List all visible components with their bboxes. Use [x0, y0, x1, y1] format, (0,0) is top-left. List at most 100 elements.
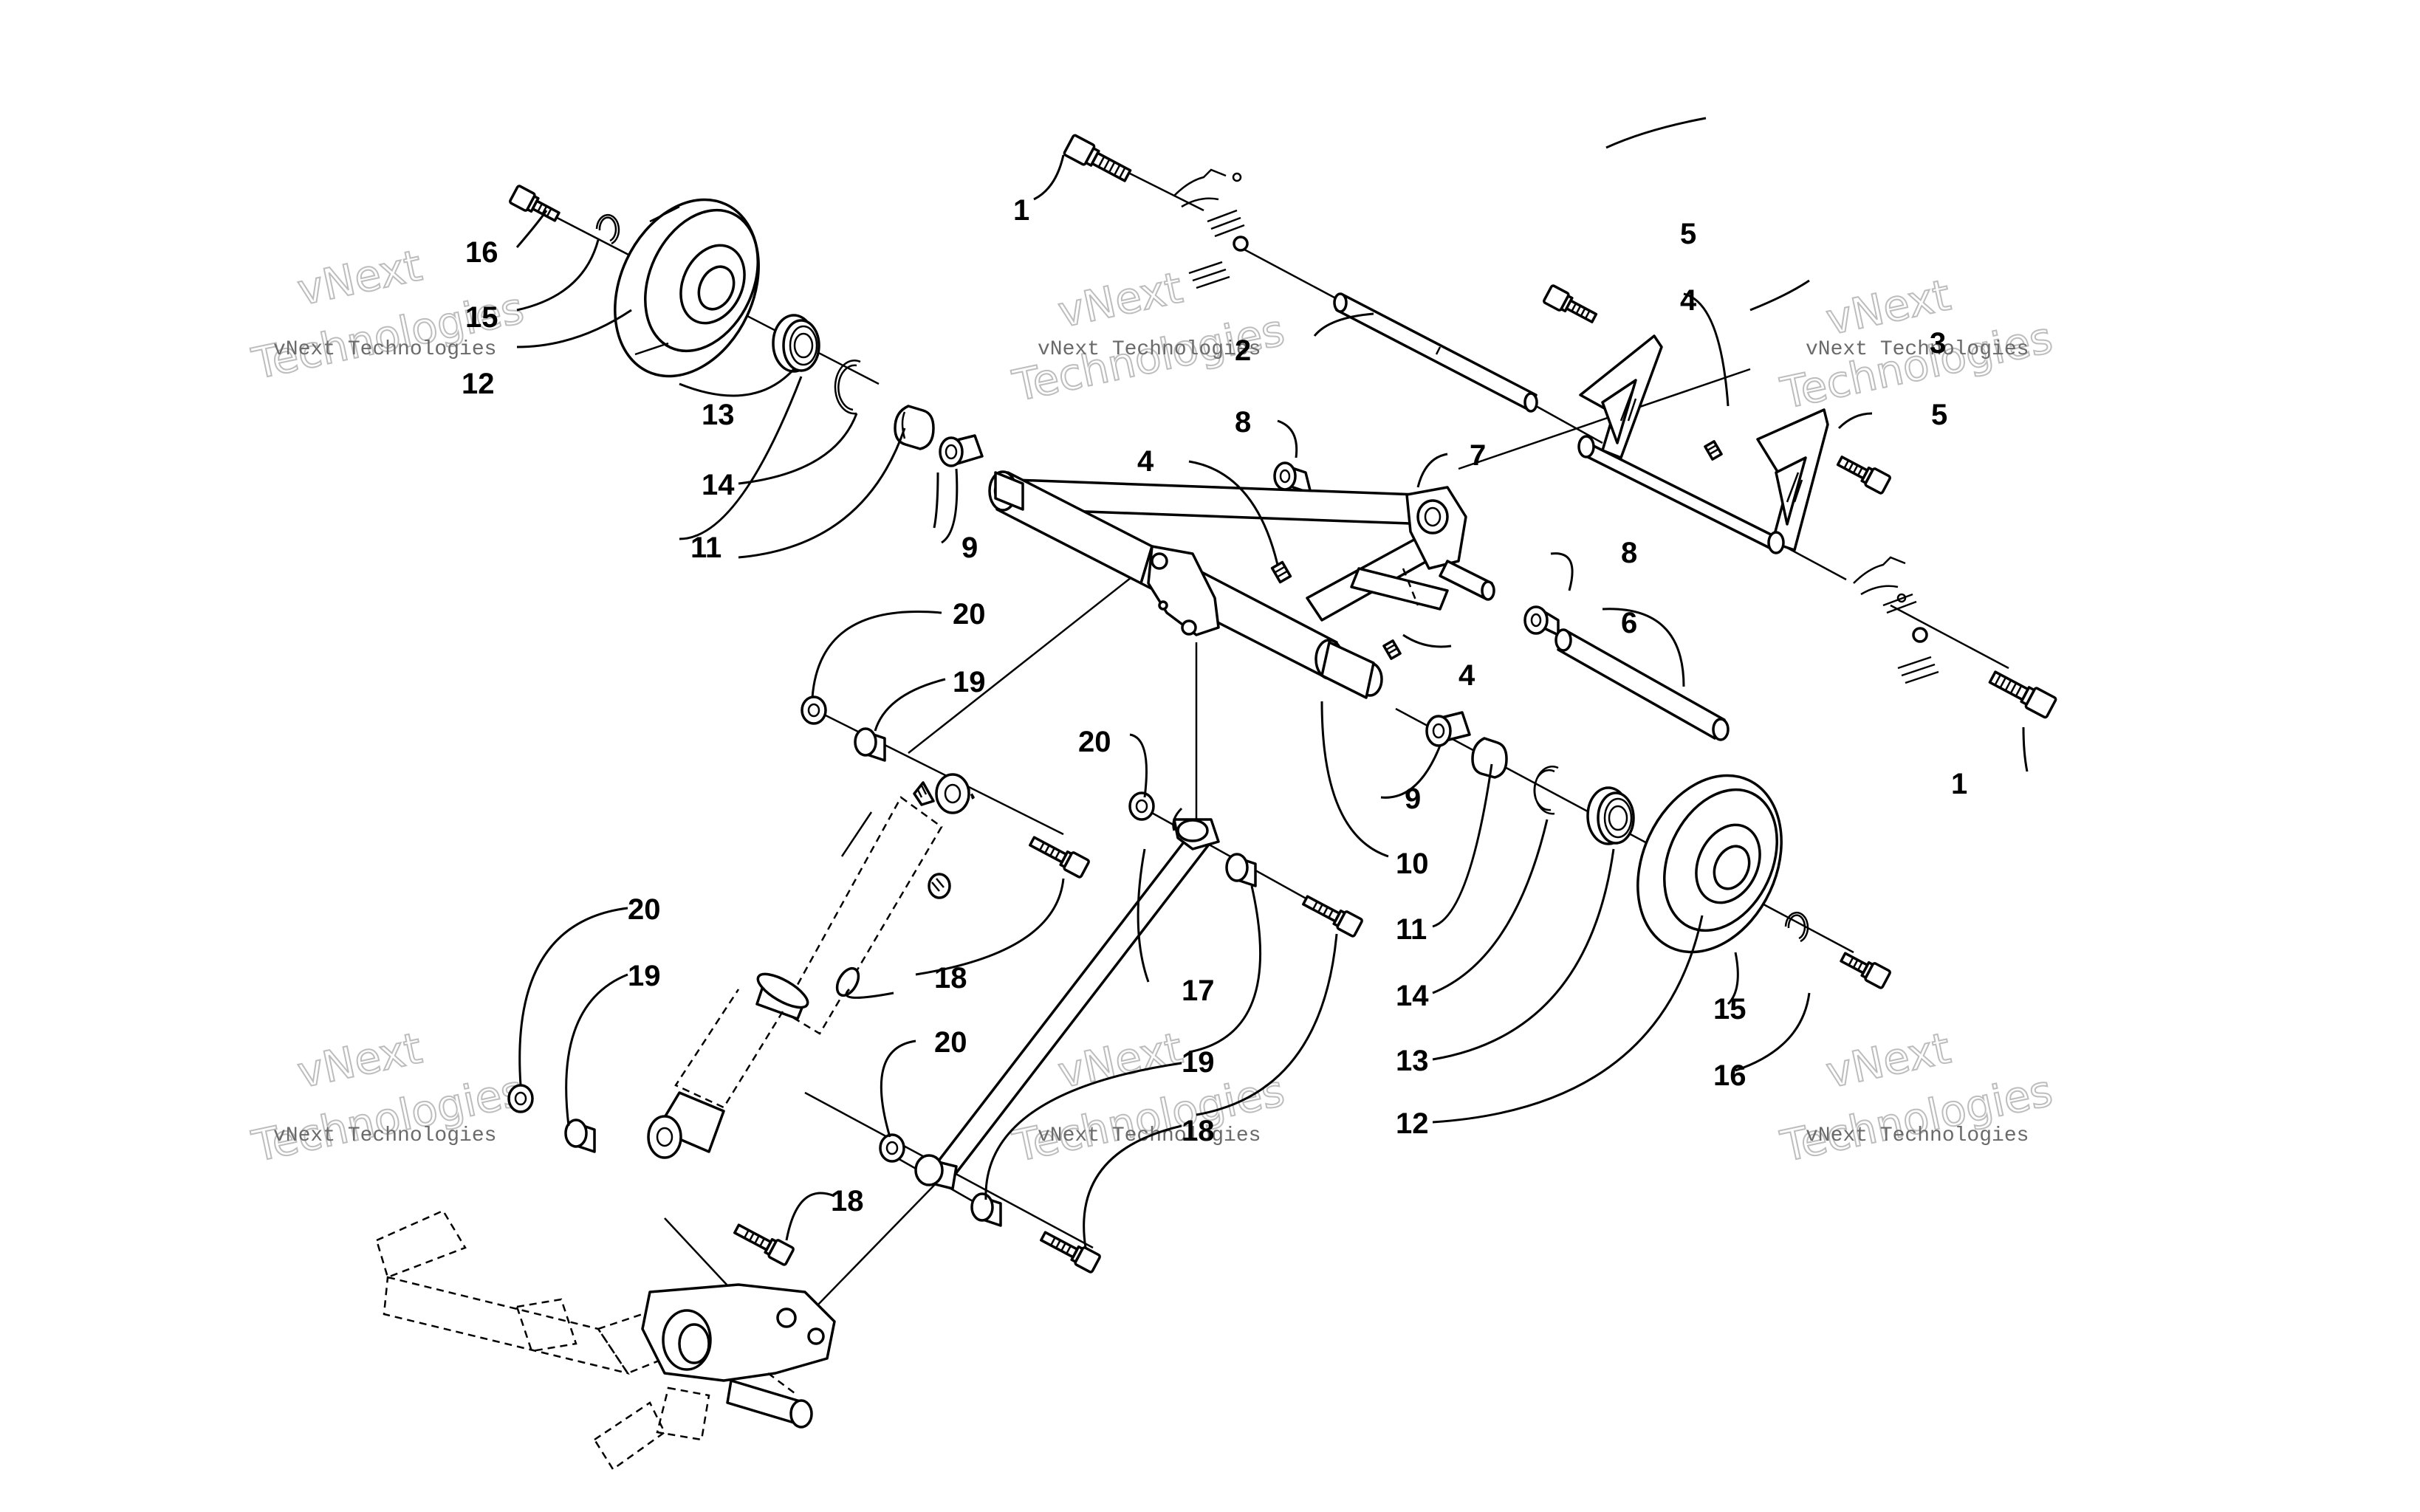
rod-part-6	[1555, 628, 1730, 741]
shaft-part-2	[1333, 292, 1538, 413]
watermark-text: vNext Technologies	[273, 1124, 496, 1147]
callout-4: 4	[1458, 659, 1475, 692]
callout-8: 8	[1235, 406, 1251, 439]
callout-15: 15	[1713, 993, 1747, 1025]
frame-rail-fragment-top	[1173, 168, 1249, 289]
callout-16: 16	[1713, 1059, 1747, 1092]
callout-labels: 1 1 2 3 4 4 4 5 5 6 7 8 8 9 9 10 11 11 1…	[462, 194, 1967, 1217]
callout-11: 11	[690, 532, 721, 564]
watermark-text: vNext Technologies	[1038, 338, 1261, 361]
callout-12: 12	[462, 368, 495, 400]
callout-19: 19	[628, 960, 661, 992]
snap-ring-part-15-right	[1784, 911, 1809, 943]
bolt-part-18-link-top	[1302, 895, 1363, 938]
bushing-part-8-right	[1523, 605, 1560, 636]
grease-fitting-part-4-arm	[1270, 560, 1292, 584]
spacer-part-11-left	[894, 405, 935, 450]
snap-ring-part-14-left	[834, 360, 861, 415]
swing-arm-part-10	[988, 470, 1495, 699]
callout-9: 9	[962, 532, 978, 564]
callout-19: 19	[1182, 1046, 1215, 1079]
callout-12: 12	[1396, 1107, 1429, 1140]
frame-rail-fragment-right	[1853, 556, 1939, 684]
callout-13: 13	[702, 399, 735, 431]
bushing-part-19-shock-top	[854, 727, 886, 762]
lower-rail-fragment	[375, 1209, 836, 1471]
bolt-part-16-right	[1840, 952, 1891, 989]
callout-17: 17	[1182, 975, 1215, 1007]
svg-text:vNext: vNext	[293, 240, 426, 315]
svg-text:vNext: vNext	[1054, 262, 1187, 337]
bolt-part-16-left	[509, 185, 561, 222]
callout-20: 20	[628, 893, 661, 926]
spacer-part-11-right	[1471, 737, 1508, 779]
bearing-part-13-right	[1586, 786, 1635, 845]
grease-fitting-part-4-lower	[1382, 639, 1402, 660]
callout-4: 4	[1680, 284, 1697, 317]
callout-20: 20	[1078, 726, 1111, 758]
watermark-text: vNext Technologies	[273, 338, 496, 361]
watermark-text: vNext Technologies	[1806, 1124, 2029, 1147]
bolt-part-18-shock-bottom	[733, 1223, 795, 1266]
svg-text:Technologies: Technologies	[1776, 312, 2057, 419]
watermark-text: vNext Technologies	[1806, 338, 2029, 361]
bushing-part-9-right	[1425, 711, 1471, 747]
link-rod-part-17	[914, 818, 1220, 1190]
svg-text:vNext: vNext	[1822, 1023, 1955, 1098]
bearing-part-13-left	[772, 314, 820, 373]
washer-part-20-shock-top	[801, 695, 827, 725]
callout-19: 19	[953, 666, 986, 698]
callout-13: 13	[1396, 1045, 1429, 1077]
watermark-top-center: vNext Technologies	[1007, 261, 1289, 412]
bolt-part-18-shock-top	[1029, 836, 1090, 879]
callout-5: 5	[1680, 218, 1696, 250]
washer-part-20-link-bottom	[879, 1133, 905, 1163]
bolt-part-1-top	[1063, 134, 1132, 182]
svg-text:vNext: vNext	[1054, 1023, 1187, 1098]
snap-ring-part-15-left	[595, 213, 620, 245]
callout-18: 18	[934, 962, 967, 994]
callout-20: 20	[953, 598, 986, 630]
callout-9: 9	[1405, 783, 1421, 815]
wheel-part-12-left	[614, 198, 760, 378]
snap-ring-part-14-right	[1533, 766, 1559, 815]
callout-2: 2	[1235, 334, 1251, 367]
bushing-part-19-shock-bottom	[564, 1118, 596, 1153]
bolt-part-18-link-bottom	[1040, 1231, 1101, 1274]
callout-1: 1	[1951, 768, 1967, 800]
wheel-part-12-right	[1636, 774, 1783, 954]
leader-lines	[515, 117, 2029, 1248]
washer-part-20-shock-bottom	[507, 1084, 534, 1113]
callout-16: 16	[465, 236, 498, 269]
bushing-part-9-left	[939, 434, 984, 467]
callout-5: 5	[1931, 399, 1947, 431]
svg-text:Technologies: Technologies	[1776, 1065, 2057, 1172]
callout-4: 4	[1137, 445, 1154, 478]
bolt-part-5-right	[1836, 456, 1891, 495]
bolt-part-1-bottom	[1988, 670, 2057, 719]
washer-part-20-link-top	[1128, 791, 1155, 821]
callout-10: 10	[1396, 848, 1429, 880]
callout-11: 11	[1396, 913, 1427, 946]
callout-14: 14	[1396, 980, 1429, 1012]
bushing-part-19-link-bottom	[970, 1192, 1002, 1227]
grease-fitting-part-4-bracket	[1704, 440, 1723, 461]
bolt-part-5-top	[1543, 284, 1598, 323]
svg-text:vNext: vNext	[293, 1023, 426, 1098]
bushing-part-19-link-top	[1225, 853, 1257, 887]
svg-text:Technologies: Technologies	[1008, 1065, 1289, 1172]
callout-3: 3	[1930, 327, 1946, 360]
callout-18: 18	[831, 1185, 864, 1217]
svg-text:Technologies: Technologies	[247, 1065, 528, 1172]
callout-14: 14	[702, 469, 735, 501]
shock-absorber	[647, 773, 975, 1159]
callout-7: 7	[1470, 439, 1486, 472]
callout-15: 15	[465, 301, 498, 334]
watermark-top-right: vNext Technologies	[1775, 269, 2057, 419]
callout-6: 6	[1621, 607, 1637, 639]
bracket-part-3	[1577, 334, 1829, 554]
callout-8: 8	[1621, 537, 1637, 569]
callout-18: 18	[1182, 1115, 1215, 1147]
callout-1: 1	[1013, 194, 1029, 227]
